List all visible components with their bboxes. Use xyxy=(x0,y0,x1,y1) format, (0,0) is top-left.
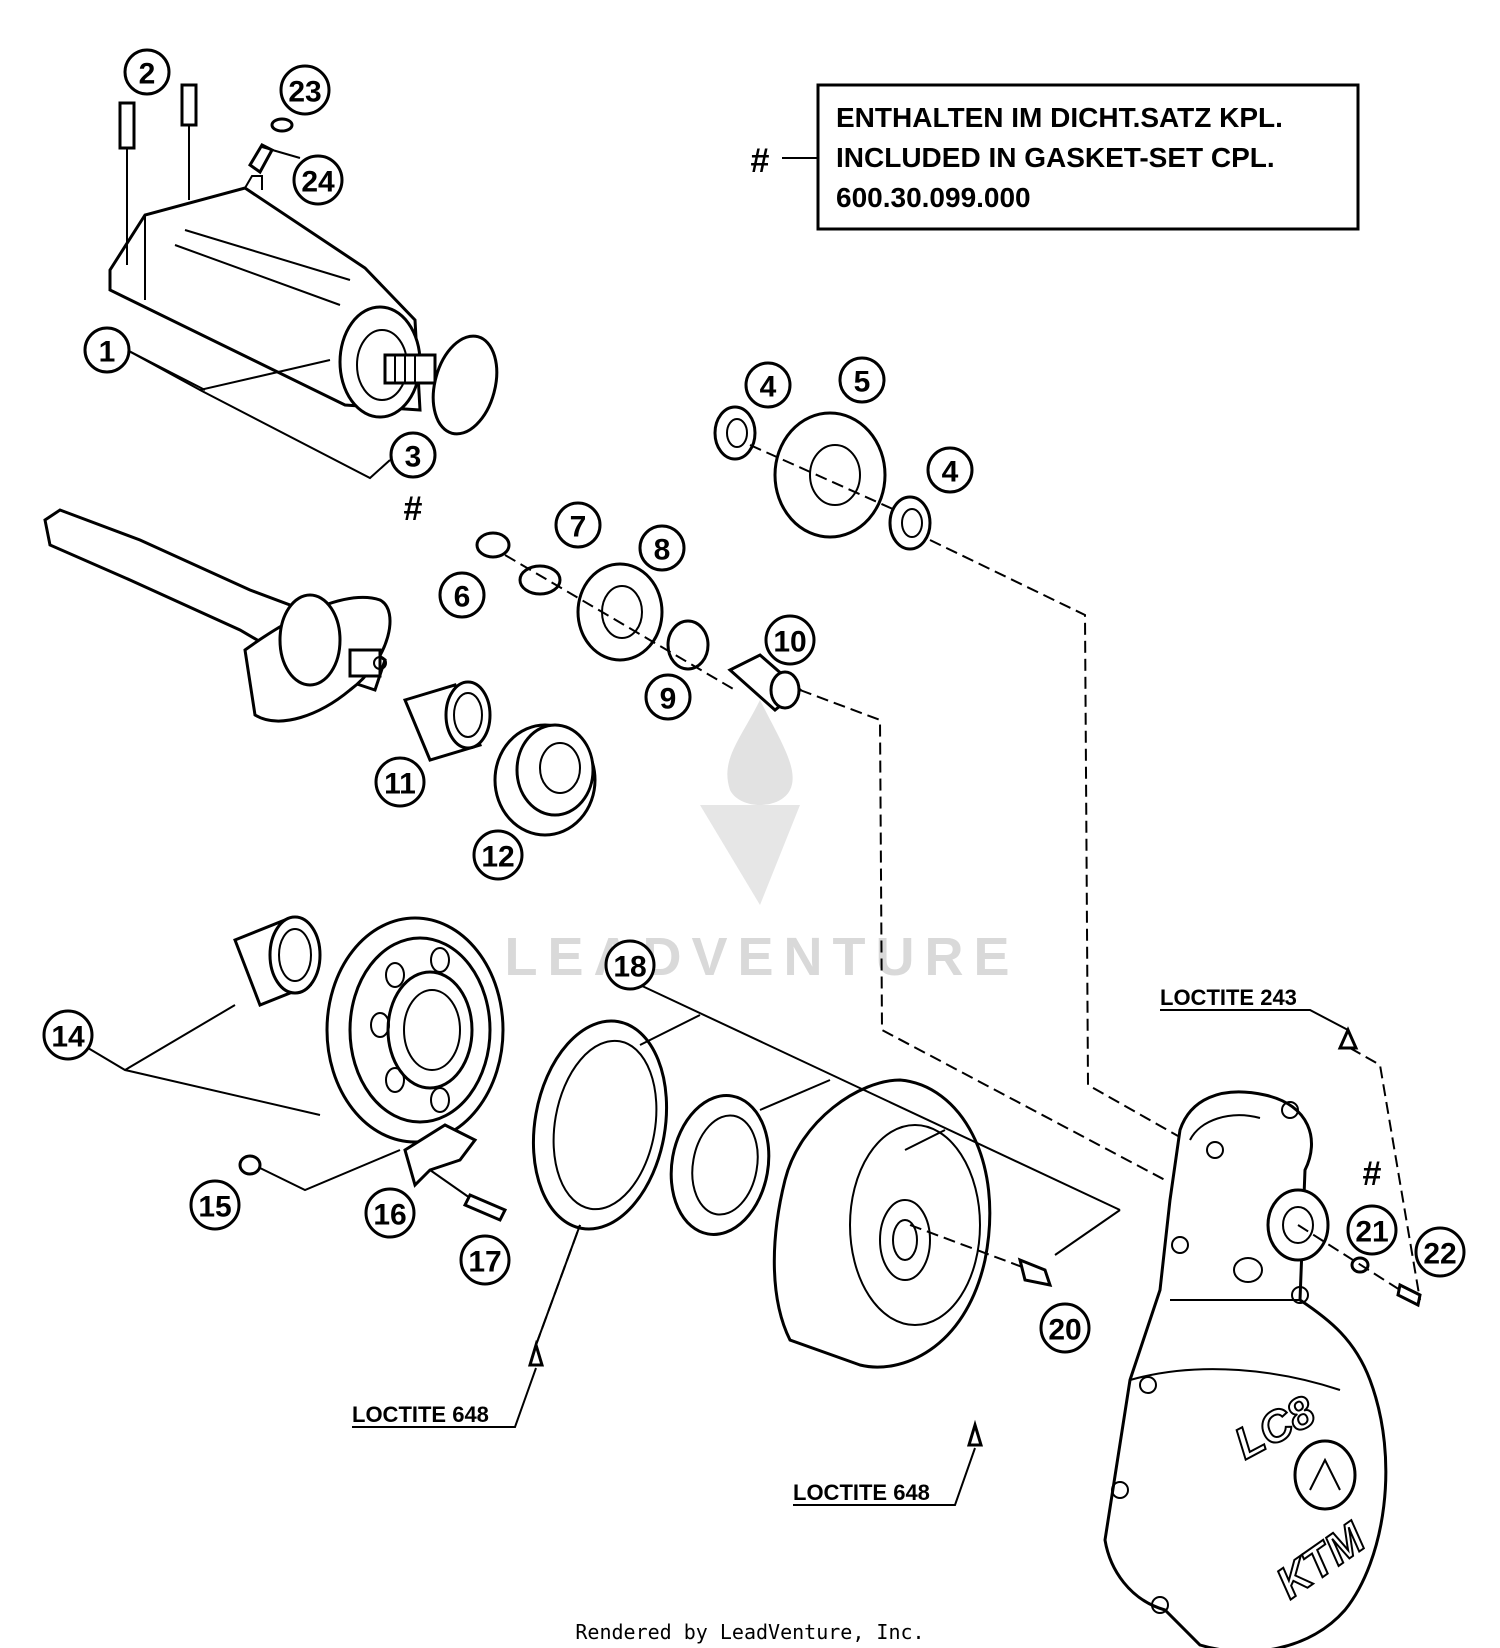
leader-20 xyxy=(909,1224,1026,1269)
rotor-assembly-18 xyxy=(531,1019,992,1369)
screw-22 xyxy=(1396,1282,1422,1308)
note-hash-symbol: # xyxy=(751,142,770,180)
bearing-sleeve-14 xyxy=(233,915,322,1007)
svg-text:3: 3 xyxy=(405,441,422,474)
callout-22: 22 xyxy=(1414,1226,1466,1278)
o-ring xyxy=(431,334,499,436)
callout-8: 8 xyxy=(638,524,686,572)
callout-5: 5 xyxy=(838,356,886,404)
note-box xyxy=(816,83,1360,231)
svg-text:6: 6 xyxy=(454,581,471,614)
bearing-4-right xyxy=(888,495,932,551)
screw-and-washer xyxy=(247,117,301,175)
svg-text:11: 11 xyxy=(384,768,416,801)
loctite-243-label: LOCTITE 243 xyxy=(1160,985,1297,1010)
svg-text:1: 1 xyxy=(99,336,116,369)
callout-24: 24 xyxy=(292,154,344,206)
svg-text:14: 14 xyxy=(51,1021,85,1054)
svg-text:20: 20 xyxy=(1048,1314,1081,1347)
callout-1: 1 xyxy=(83,326,131,374)
callout-21: 21 xyxy=(1346,1204,1398,1256)
svg-text:10: 10 xyxy=(773,626,806,659)
callout-leaders xyxy=(82,349,391,1116)
loctite-648-center-label: LOCTITE 648 xyxy=(793,1480,930,1505)
generator-cover: LC8 KTM xyxy=(1103,1090,1388,1648)
needle-bearing xyxy=(402,680,492,762)
callout-14: 14 xyxy=(42,1009,94,1061)
watermark-flame-icon xyxy=(727,700,793,805)
bolt-20 xyxy=(1017,1257,1053,1287)
washer-7 xyxy=(518,564,562,596)
svg-text:4: 4 xyxy=(760,371,777,404)
callout-11: 11 xyxy=(374,756,426,808)
watermark-v-icon xyxy=(700,805,800,905)
callout-4-right: 4 xyxy=(926,446,974,494)
loctite-markers xyxy=(352,1009,1421,1506)
main-shaft xyxy=(43,508,392,723)
bearing-9 xyxy=(666,619,710,671)
dash-line-pin-to-cover xyxy=(799,689,1166,1181)
starter-motor xyxy=(108,175,437,419)
callout-10: 10 xyxy=(764,614,816,666)
loctite-drop-icon xyxy=(966,1419,984,1447)
starter-bolts xyxy=(118,83,198,265)
callout-15: 15 xyxy=(189,1179,241,1231)
note-line-1: ENTHALTEN IM DICHT.SATZ KPL. xyxy=(836,102,1283,133)
callout-9: 9 xyxy=(644,673,692,721)
callout-23: 23 xyxy=(279,64,331,116)
svg-text:21: 21 xyxy=(1355,1216,1388,1249)
gear-5 xyxy=(773,411,887,539)
dash-line-gear-to-cover xyxy=(929,539,1186,1141)
watermark-text: LEADVENTURE xyxy=(504,927,1019,987)
large-starter-gear xyxy=(325,916,505,1144)
circlip-6 xyxy=(475,531,511,559)
lock-16 xyxy=(403,1123,478,1188)
svg-text:4: 4 xyxy=(942,456,959,489)
svg-text:9: 9 xyxy=(660,683,677,716)
svg-text:18: 18 xyxy=(613,951,646,984)
callout-18: 18 xyxy=(604,939,656,991)
gasket-set-note: ENTHALTEN IM DICHT.SATZ KPL. INCLUDED IN… xyxy=(751,83,1360,231)
callout-2: 2 xyxy=(123,48,171,96)
footer-credit: Rendered by LeadVenture, Inc. xyxy=(575,1620,925,1644)
idler-assembly xyxy=(475,531,803,712)
svg-text:5: 5 xyxy=(854,366,871,399)
svg-text:7: 7 xyxy=(570,511,587,544)
callout-12: 12 xyxy=(472,829,524,881)
svg-text:22: 22 xyxy=(1423,1238,1456,1271)
loctite-drop-icon xyxy=(527,1339,545,1367)
intermediate-gear-assembly xyxy=(713,405,932,551)
svg-text:16: 16 xyxy=(373,1199,406,1232)
bearing-4-left xyxy=(713,405,757,461)
svg-text:8: 8 xyxy=(654,534,671,567)
svg-text:17: 17 xyxy=(468,1246,501,1279)
lock-assembly xyxy=(238,1123,508,1222)
cover-plug-assembly xyxy=(1297,1224,1422,1308)
small-gear-12 xyxy=(493,723,597,837)
svg-text:23: 23 xyxy=(288,76,321,109)
svg-text:24: 24 xyxy=(301,166,335,199)
screw-17 xyxy=(462,1193,508,1222)
watermark: LEADVENTURE xyxy=(504,700,1019,987)
callout-7: 7 xyxy=(554,501,602,549)
note-line-2: INCLUDED IN GASKET-SET CPL. xyxy=(836,142,1275,173)
nut-15 xyxy=(238,1154,262,1176)
callout-3: 3 xyxy=(389,431,437,479)
callout-20: 20 xyxy=(1039,1302,1091,1354)
svg-text:15: 15 xyxy=(198,1191,231,1224)
svg-text:2: 2 xyxy=(139,58,156,91)
callout-4-left: 4 xyxy=(744,361,792,409)
leaders-18 xyxy=(639,984,1121,1256)
callout-17: 17 xyxy=(459,1234,511,1286)
loctite-648-left-label: LOCTITE 648 xyxy=(352,1402,489,1427)
loctite-drop-icon xyxy=(1337,1026,1359,1050)
callout-16: 16 xyxy=(364,1187,416,1239)
callout-6: 6 xyxy=(438,571,486,619)
svg-text:12: 12 xyxy=(481,841,514,874)
hash-mark-part-3: # xyxy=(404,490,423,528)
hash-mark-part-21: # xyxy=(1363,1155,1382,1193)
note-line-3: 600.30.099.000 xyxy=(836,182,1031,213)
gear-8 xyxy=(576,562,664,662)
